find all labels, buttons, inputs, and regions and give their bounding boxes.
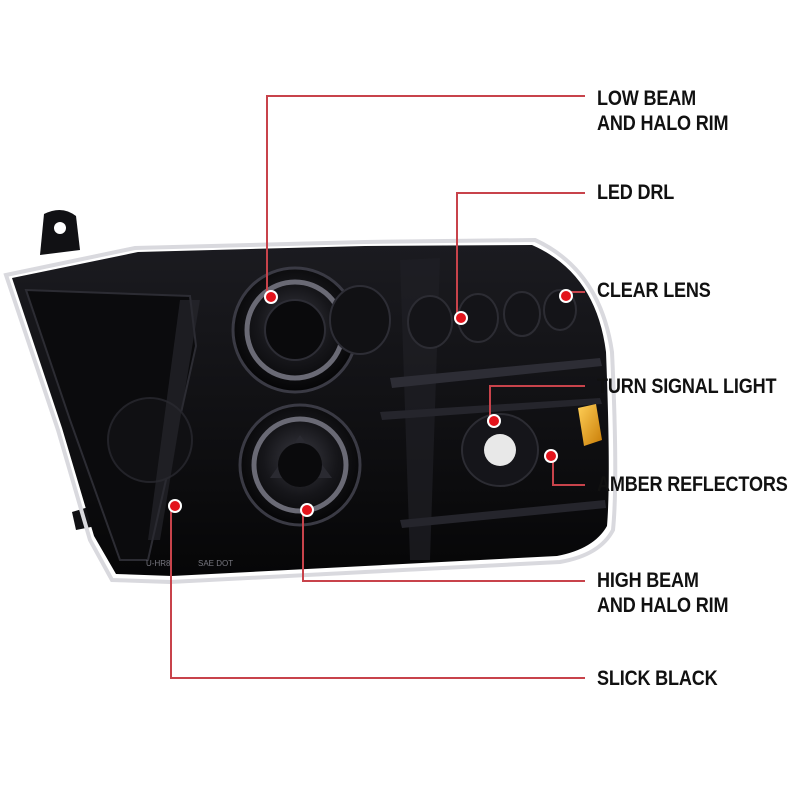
lens-reflection	[148, 300, 200, 540]
callout-slick-black: SLICK BLACK	[597, 667, 718, 690]
callout-clear-lens: CLEAR LENS	[597, 279, 711, 302]
callout-amber-reflectors: AMBER REFLECTORS	[597, 473, 788, 496]
chrome-trim	[3, 237, 618, 585]
led-drl-strip	[407, 289, 577, 349]
callout-high-beam: HIGH BEAM AND HALO RIM	[597, 569, 729, 617]
divider-bar	[390, 358, 602, 388]
turn-signal-reflector	[461, 413, 539, 487]
divider-bar	[400, 500, 606, 528]
marker-dot-low-beam	[266, 292, 276, 302]
callout-led-drl: LED DRL	[597, 181, 675, 204]
leader-line-low-beam	[266, 95, 585, 297]
leader-line-slick-black	[170, 508, 585, 679]
callout-low-beam: LOW BEAM AND HALO RIM	[597, 87, 729, 135]
callout-leaders	[168, 95, 585, 679]
marker-dot-turn-signal	[489, 416, 499, 426]
marker-dot-slick-black	[170, 501, 180, 511]
leader-line-turn-signal	[489, 385, 585, 419]
leader-line-high-beam	[302, 512, 585, 582]
leader-line-led-drl	[456, 192, 585, 318]
lens-dot-marking: SAE DOT	[198, 559, 233, 568]
marker-dot-high-beam	[302, 505, 312, 515]
mounting-tab-hole	[54, 222, 66, 234]
lens-part-code: U-HR8	[146, 559, 171, 568]
high-beam-projector	[238, 403, 362, 527]
low-beam-projector	[231, 266, 391, 394]
marker-dot-led-drl	[456, 313, 466, 323]
amber-reflector	[578, 404, 602, 446]
leader-line-amber-reflectors	[552, 458, 585, 486]
callout-turn-signal: TURN SIGNAL LIGHT	[597, 375, 777, 398]
marker-dot-amber-reflectors	[546, 451, 556, 461]
marker-dot-clear-lens	[561, 291, 571, 301]
